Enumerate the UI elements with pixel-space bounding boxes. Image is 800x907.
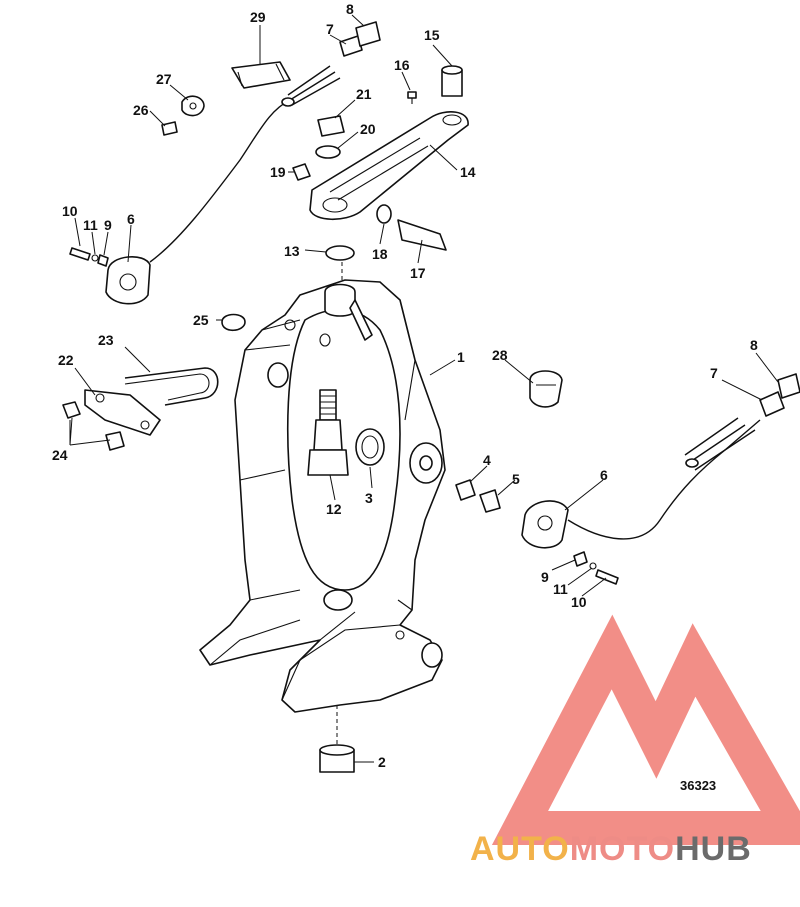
callout-labels: 1 2 3 4 5 6 6 7 7 8 8 9 9 10 10 11 11 12… xyxy=(52,1,758,770)
figure-number: 36323 xyxy=(680,778,716,793)
callout-29: 29 xyxy=(250,9,266,25)
steering-stud xyxy=(307,389,385,476)
callout-20: 20 xyxy=(360,121,376,137)
callout-24: 24 xyxy=(52,447,68,463)
callout-8-right: 8 xyxy=(750,337,758,353)
connector-right xyxy=(759,373,800,417)
watermark-logo xyxy=(491,614,800,845)
callout-8-left: 8 xyxy=(346,1,354,17)
callout-16: 16 xyxy=(394,57,410,73)
callout-19: 19 xyxy=(270,164,286,180)
hardware-small xyxy=(292,65,463,280)
watermark-text: AUTOMOTOHUB xyxy=(470,830,752,868)
callout-3: 3 xyxy=(365,490,373,506)
callout-28: 28 xyxy=(492,347,508,363)
callout-27: 27 xyxy=(156,71,172,87)
callout-21: 21 xyxy=(356,86,372,102)
wire-bracket xyxy=(231,61,291,89)
callout-14: 14 xyxy=(460,164,476,180)
callout-5: 5 xyxy=(512,471,520,487)
callout-11-right: 11 xyxy=(553,581,568,597)
pivot-bushing xyxy=(455,479,501,513)
callout-1: 1 xyxy=(457,349,465,365)
gimbal-housing xyxy=(199,279,446,713)
callout-15: 15 xyxy=(424,27,440,43)
callout-6-left: 6 xyxy=(127,211,135,227)
callout-23: 23 xyxy=(98,332,114,348)
screws-right xyxy=(573,551,619,585)
callout-9-left: 9 xyxy=(104,217,112,233)
u-bolt-assembly xyxy=(62,367,219,451)
callout-10-left: 10 xyxy=(62,203,78,219)
svg-text:AUTOMOTOHUB: AUTOMOTOHUB xyxy=(470,830,752,868)
callout-4: 4 xyxy=(483,452,491,468)
screws-left xyxy=(69,247,109,267)
connector-left xyxy=(339,21,381,57)
callout-7-right: 7 xyxy=(710,365,718,381)
clamp-and-screw xyxy=(161,95,205,136)
steering-lever xyxy=(309,111,469,221)
trim-sender-left xyxy=(105,65,341,305)
callout-6-right: 6 xyxy=(600,467,608,483)
callout-12: 12 xyxy=(326,501,342,517)
callout-25: 25 xyxy=(193,312,209,328)
leader-lines xyxy=(69,14,779,763)
lower-bushing xyxy=(319,705,355,773)
callout-10-right: 10 xyxy=(571,594,587,610)
callout-9-right: 9 xyxy=(541,569,549,585)
callout-11-left: 11 xyxy=(83,217,98,233)
callout-17: 17 xyxy=(410,265,426,281)
callout-7-left: 7 xyxy=(326,21,334,37)
callout-13: 13 xyxy=(284,243,300,259)
trim-sender-right xyxy=(521,417,761,549)
callout-26: 26 xyxy=(133,102,149,118)
callout-18: 18 xyxy=(372,246,388,262)
cable-clip xyxy=(529,370,563,408)
callout-22: 22 xyxy=(58,352,74,368)
snap-ring xyxy=(221,313,246,332)
callout-2: 2 xyxy=(378,754,386,770)
